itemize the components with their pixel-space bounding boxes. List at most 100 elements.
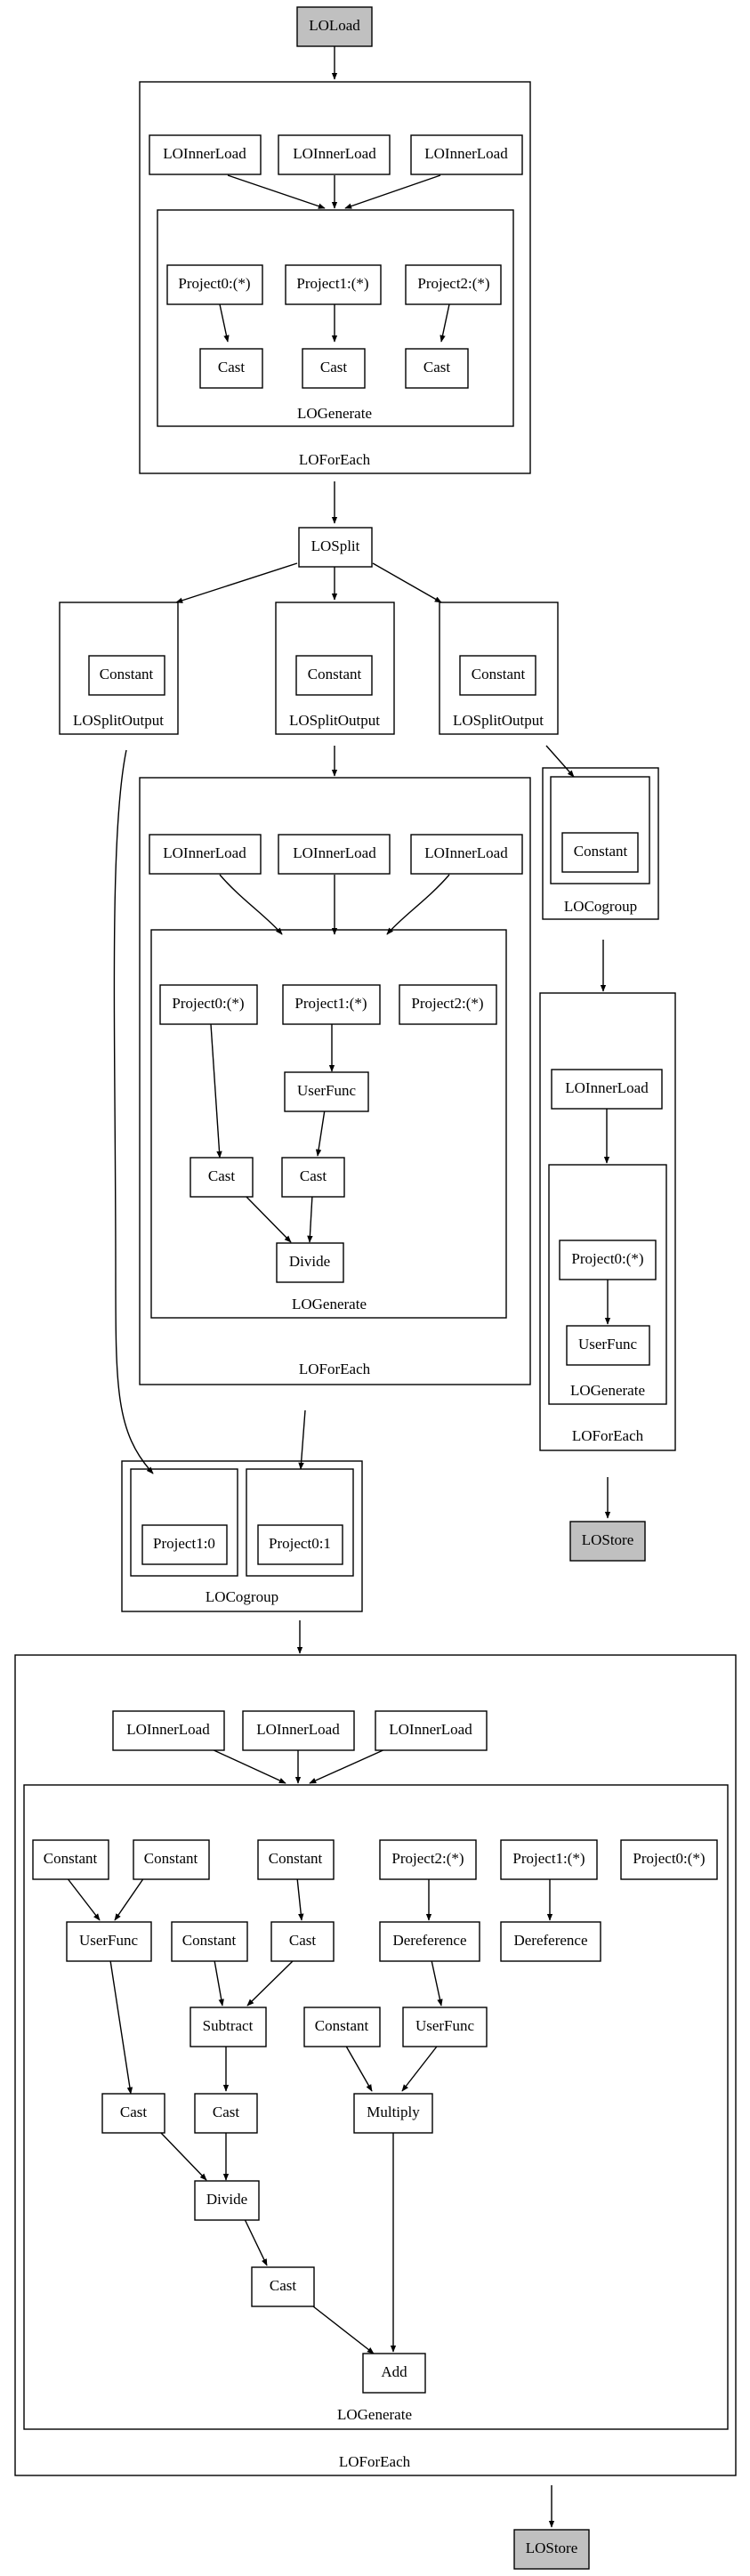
node-so2-constant: Constant bbox=[295, 655, 373, 696]
svg-text:LOInnerLoad: LOInnerLoad bbox=[293, 844, 376, 861]
cluster-foreach-3-label: LOForEach bbox=[572, 1427, 644, 1444]
svg-text:Project1:(*): Project1:(*) bbox=[294, 995, 367, 1012]
svg-text:UserFunc: UserFunc bbox=[297, 1082, 357, 1099]
svg-text:Cast: Cast bbox=[289, 1932, 317, 1949]
node-cg1-constant: Constant bbox=[561, 832, 639, 873]
node-fe4-constant-e: Constant bbox=[303, 2007, 381, 2047]
cluster-foreach-1-label: LOForEach bbox=[299, 451, 371, 468]
svg-text:LOInnerLoad: LOInnerLoad bbox=[424, 844, 508, 861]
cluster-generate-4-label: LOGenerate bbox=[337, 2406, 412, 2423]
node-fe4-innerload-a: LOInnerLoad bbox=[112, 1710, 225, 1751]
edge bbox=[175, 562, 298, 603]
svg-text:Subtract: Subtract bbox=[203, 2017, 254, 2034]
node-fe4-project2: Project2:(*) bbox=[379, 1839, 477, 1880]
node-fe4-cast-d: Cast bbox=[251, 2266, 315, 2307]
edges bbox=[66, 46, 611, 2528]
cluster-generate-4: LOGenerate bbox=[23, 1784, 729, 2430]
node-losplit: LOSplit bbox=[298, 527, 373, 568]
node-fe1-innerload-a: LOInnerLoad bbox=[149, 134, 262, 175]
node-fe2-innerload-a: LOInnerLoad bbox=[149, 834, 262, 875]
node-lostore-right: LOStore bbox=[569, 1521, 646, 1562]
edge bbox=[219, 303, 230, 343]
edge bbox=[344, 174, 441, 209]
edge bbox=[298, 1409, 306, 1470]
edge bbox=[244, 2218, 268, 2266]
svg-text:Divide: Divide bbox=[206, 2191, 247, 2208]
svg-text:Project1:(*): Project1:(*) bbox=[296, 275, 368, 292]
node-fe4-constant-c: Constant bbox=[257, 1839, 335, 1880]
svg-text:Multiply: Multiply bbox=[367, 2104, 420, 2120]
cluster-splitoutput-3: LOSplitOutput bbox=[439, 602, 559, 735]
cluster-cogroup-1: LOCogroup bbox=[542, 767, 659, 920]
edge bbox=[114, 1877, 145, 1921]
cluster-splitoutput-2: LOSplitOutput bbox=[275, 602, 395, 735]
svg-text:Project1:(*): Project1:(*) bbox=[512, 1850, 585, 1867]
edge bbox=[244, 1194, 292, 1243]
svg-text:Constant: Constant bbox=[100, 666, 154, 682]
cluster-splitoutput-3-label: LOSplitOutput bbox=[453, 712, 544, 729]
node-fe4-project1: Project1:(*) bbox=[500, 1839, 598, 1880]
svg-text:LOInnerLoad: LOInnerLoad bbox=[126, 1721, 210, 1738]
svg-text:Project0:1: Project0:1 bbox=[269, 1535, 331, 1552]
edge bbox=[312, 2305, 375, 2354]
svg-text:Project2:(*): Project2:(*) bbox=[391, 1850, 464, 1867]
node-fe4-innerload-c: LOInnerLoad bbox=[375, 1710, 488, 1751]
node-fe4-userfunc-a: UserFunc bbox=[66, 1921, 152, 1962]
svg-text:Divide: Divide bbox=[289, 1253, 330, 1270]
node-cg2-project0-1: Project0:1 bbox=[257, 1524, 343, 1565]
node-fe2-divide: Divide bbox=[276, 1242, 344, 1283]
edge bbox=[401, 2042, 440, 2092]
edge bbox=[440, 303, 450, 343]
node-fe2-innerload-c: LOInnerLoad bbox=[410, 834, 523, 875]
node-fe1-innerload-c: LOInnerLoad bbox=[410, 134, 523, 175]
cluster-splitoutput-1-label: LOSplitOutput bbox=[73, 712, 164, 729]
svg-text:LOInnerLoad: LOInnerLoad bbox=[293, 145, 376, 162]
cluster-foreach-2: LOForEach bbox=[139, 777, 531, 1385]
svg-text:Add: Add bbox=[381, 2363, 407, 2380]
node-fe1-innerload-b: LOInnerLoad bbox=[278, 134, 391, 175]
svg-text:LOLoad: LOLoad bbox=[309, 17, 360, 34]
edge bbox=[214, 1959, 224, 2007]
node-loload: LOLoad bbox=[296, 6, 373, 47]
node-fe2-project1: Project1:(*) bbox=[282, 984, 381, 1025]
node-fe1-project0: Project0:(*) bbox=[166, 264, 263, 305]
svg-text:Constant: Constant bbox=[574, 843, 628, 860]
svg-text:Constant: Constant bbox=[182, 1932, 237, 1949]
node-fe4-divide: Divide bbox=[194, 2180, 260, 2221]
svg-text:Constant: Constant bbox=[269, 1850, 323, 1867]
node-fe1-cast-a: Cast bbox=[199, 348, 263, 389]
svg-text:Dereference: Dereference bbox=[392, 1932, 466, 1949]
node-fe4-cast-a: Cast bbox=[270, 1921, 335, 1962]
node-fe4-dereference-b: Dereference bbox=[500, 1921, 601, 1962]
svg-text:Cast: Cast bbox=[218, 359, 246, 375]
svg-text:Dereference: Dereference bbox=[513, 1932, 587, 1949]
edge bbox=[219, 874, 283, 935]
edge bbox=[246, 1959, 294, 2007]
cluster-splitoutput-2-label: LOSplitOutput bbox=[289, 712, 380, 729]
svg-text:Constant: Constant bbox=[144, 1850, 198, 1867]
edge bbox=[315, 1109, 326, 1157]
edge bbox=[109, 1959, 133, 2095]
svg-text:Project0:(*): Project0:(*) bbox=[178, 275, 250, 292]
svg-text:Project0:(*): Project0:(*) bbox=[172, 995, 244, 1012]
node-fe4-multiply: Multiply bbox=[353, 2093, 433, 2134]
node-fe4-innerload-b: LOInnerLoad bbox=[242, 1710, 355, 1751]
edge bbox=[296, 1877, 304, 1921]
edge bbox=[545, 745, 575, 778]
edge bbox=[209, 1748, 286, 1784]
node-fe3-innerload: LOInnerLoad bbox=[551, 1069, 663, 1110]
svg-text:Project1:0: Project1:0 bbox=[153, 1535, 215, 1552]
svg-text:LOStore: LOStore bbox=[582, 1531, 634, 1548]
edge bbox=[431, 1959, 443, 2007]
node-fe2-innerload-b: LOInnerLoad bbox=[278, 834, 391, 875]
node-fe2-project2: Project2:(*) bbox=[399, 984, 497, 1025]
node-fe4-constant-a: Constant bbox=[32, 1839, 109, 1880]
svg-text:Cast: Cast bbox=[320, 359, 348, 375]
edge bbox=[372, 562, 442, 603]
svg-text:Cast: Cast bbox=[213, 2104, 240, 2120]
svg-text:Project2:(*): Project2:(*) bbox=[417, 275, 489, 292]
node-fe1-cast-c: Cast bbox=[405, 348, 469, 389]
cluster-generate-1: LOGenerate bbox=[157, 209, 514, 427]
cluster-generate-3-label: LOGenerate bbox=[570, 1382, 645, 1399]
